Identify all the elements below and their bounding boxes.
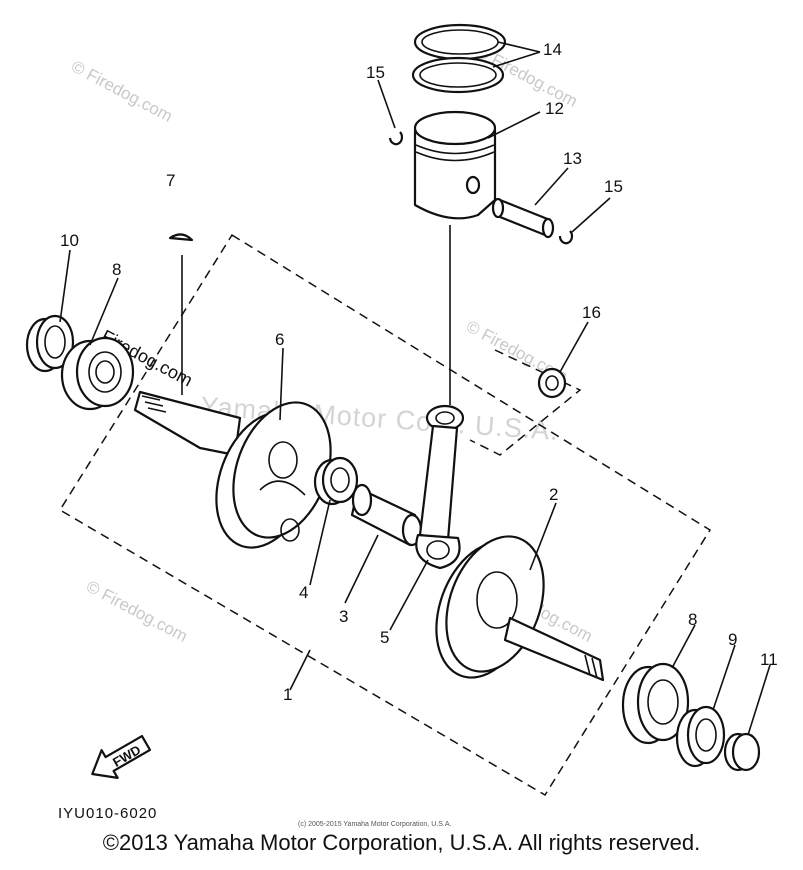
part-number-14: 14: [543, 40, 562, 59]
small-copyright: (c) 2005-2015 Yamaha Motor Corporation, …: [298, 821, 451, 828]
circlip-left: [388, 131, 404, 146]
part-number-15-right: 15: [604, 177, 623, 196]
part-number-6: 6: [275, 330, 284, 349]
copyright-footer: ©2013 Yamaha Motor Corporation, U.S.A. A…: [102, 830, 701, 855]
part-number-13: 13: [563, 149, 582, 168]
oil-seal: [25, 314, 75, 373]
fwd-arrow: FWD: [91, 734, 152, 779]
circlip-right: [558, 230, 574, 245]
connecting-rod: [415, 404, 465, 570]
part-number-8-right: 8: [688, 610, 697, 629]
piston-pin: [491, 197, 555, 239]
collar: [723, 732, 761, 772]
part-number-3: 3: [339, 607, 348, 626]
piston: [413, 110, 497, 220]
crankshaft-assembly-outline: [58, 233, 712, 797]
part-number-8-left: 8: [112, 260, 121, 279]
conrod-detail-outline: [469, 349, 582, 456]
crank-right-half: [435, 535, 605, 682]
bearing-left: [60, 336, 135, 411]
part-number-1: 1: [283, 685, 292, 704]
part-number-4: 4: [299, 583, 308, 602]
diagram-code: IYU010-6020: [58, 805, 157, 822]
part-number-15-left: 15: [366, 63, 385, 82]
part-number-10: 10: [60, 231, 79, 250]
watermark: © Firedog.com: [68, 57, 176, 126]
big-end-bearing: [313, 456, 359, 506]
part-numbers: 1 2 3 4 5 6 7 8 8 9 10 11 12 13 14 15 15…: [60, 40, 778, 704]
oil-seal-right: [675, 705, 726, 768]
bearing-right: [621, 662, 690, 745]
crank-left-half: [133, 390, 332, 549]
woodruff-key: [168, 233, 194, 242]
part-number-16: 16: [582, 303, 601, 322]
part-number-11: 11: [760, 650, 778, 669]
watermark: © Firedog.com: [83, 577, 191, 646]
part-number-2: 2: [549, 485, 558, 504]
part-number-5: 5: [380, 628, 389, 647]
piston-rings: [411, 23, 507, 94]
small-end-bearing: [537, 367, 567, 399]
crank-pin: [350, 483, 423, 547]
part-number-7: 7: [166, 171, 175, 190]
part-number-9: 9: [728, 630, 737, 649]
leader-lines: [59, 41, 771, 736]
part-number-12: 12: [545, 99, 564, 118]
